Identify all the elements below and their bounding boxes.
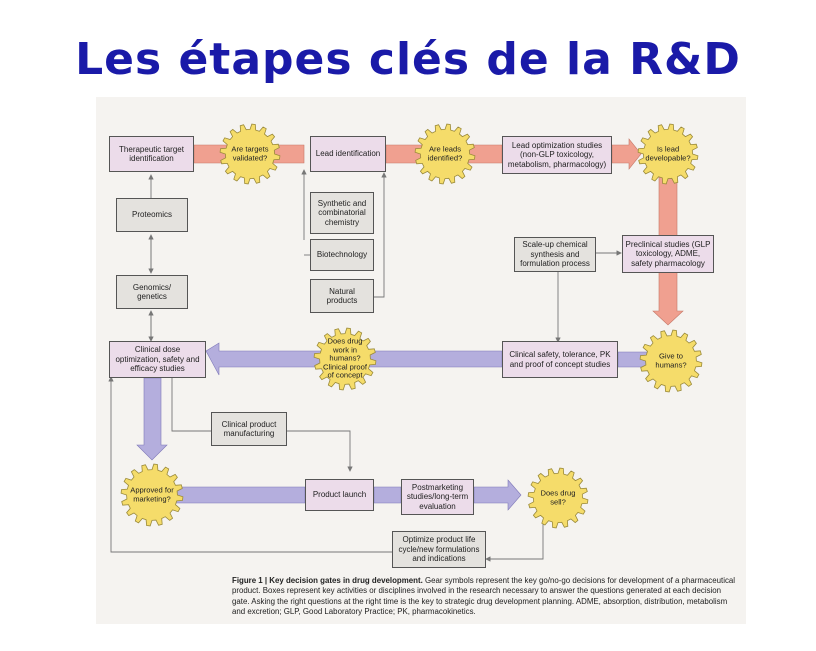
decision-gears	[120, 123, 703, 529]
arrow-launch-to-postmarketing	[373, 486, 402, 504]
caption-heading: Key decision gates in drug development.	[269, 576, 423, 585]
figure-caption: Figure 1 | Key decision gates in drug de…	[232, 576, 738, 618]
box-biotechnology: Biotechnology	[310, 239, 374, 271]
arrow-approved-to-launch	[173, 486, 306, 504]
box-natural-products: Natural products	[310, 279, 374, 313]
connector-natural-lead	[374, 172, 387, 298]
box-product-launch: Product launch	[305, 479, 374, 511]
gear-drug-works-icon	[313, 327, 377, 391]
gear-give-to-humans-icon	[639, 329, 703, 393]
page-title: Les étapes clés de la R&D	[75, 34, 741, 85]
gear-leads-identified-icon	[414, 123, 476, 185]
box-optimize-lifecycle: Optimize product life cycle/new formulat…	[392, 531, 486, 568]
caption-figure-label: Figure 1 |	[232, 576, 268, 585]
box-clinical-manufacturing: Clinical product manufacturing	[211, 412, 287, 446]
gear-label-drug-works: Does drug work in humans? Clinical proof…	[323, 336, 367, 380]
gear-lead-developable-icon	[637, 123, 699, 185]
figure: Therapeutic target identification Lead i…	[96, 97, 746, 624]
box-postmarketing: Postmarketing studies/long-term evaluati…	[401, 479, 474, 515]
gear-label-give-to-humans: Give to humans?	[655, 351, 687, 369]
gear-drug-sell-icon	[527, 467, 589, 529]
box-clinical-dose: Clinical dose optimization, safety and e…	[109, 341, 206, 378]
connector-optimize-dose	[108, 376, 392, 553]
gear-label-lead-developable: Is lead developable?	[645, 144, 691, 162]
box-lead-optimization: Lead optimization studies (non-GLP toxic…	[502, 136, 612, 174]
arrow-dose-down	[136, 377, 168, 461]
gear-targets-validated-icon	[219, 123, 281, 185]
box-clinical-safety: Clinical safety, tolerance, PK and proof…	[502, 341, 618, 378]
box-lead-identification: Lead identification	[310, 136, 386, 172]
caption-body: Gear symbols represent the key go/no-go …	[232, 576, 736, 617]
box-proteomics: Proteomics	[116, 198, 188, 232]
gear-label-targets-validated: Are targets validated?	[231, 144, 269, 162]
box-therapeutic-target: Therapeutic target identification	[109, 136, 194, 172]
arrow-optimization-to-developable	[611, 138, 642, 170]
box-genomics: Genomics/ genetics	[116, 275, 188, 309]
box-preclinical: Preclinical studies (GLP toxicology, ADM…	[622, 235, 714, 273]
arrow-postmarketing-to-sell	[473, 479, 522, 511]
box-synthetic-chemistry: Synthetic and combinatorial chemistry	[310, 192, 374, 234]
gear-label-leads-identified: Are leads identified?	[427, 144, 463, 162]
gear-label-approved: Approved for marketing?	[130, 485, 174, 503]
gear-label-drug-sell: Does drug sell?	[540, 488, 576, 506]
box-scaleup: Scale-up chemical synthesis and formulat…	[514, 237, 596, 272]
connector-sell-optimize	[485, 523, 544, 562]
gear-approved-icon	[120, 463, 184, 527]
flow-diagram	[108, 123, 703, 562]
